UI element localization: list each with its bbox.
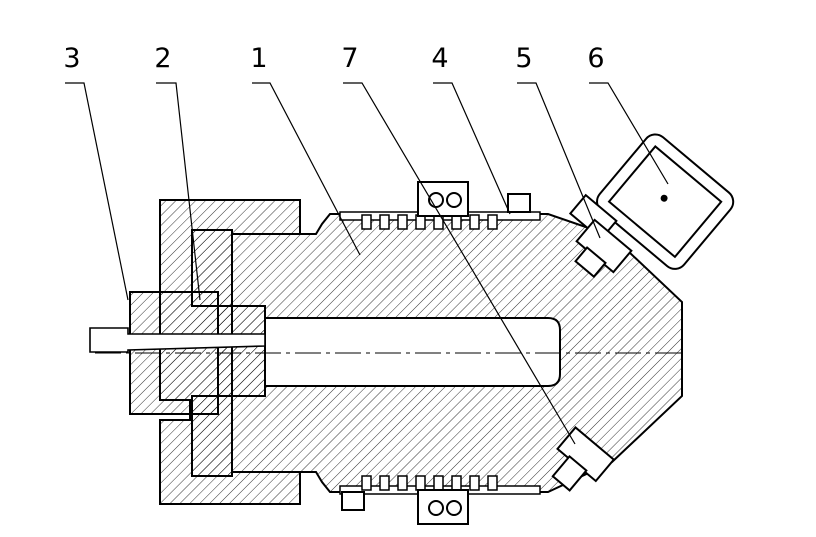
fitting [574, 218, 633, 279]
leader-lines [65, 82, 669, 445]
top-clamp [417, 181, 469, 217]
callout-4: 4 [431, 43, 449, 74]
callout-7: 7 [341, 43, 359, 74]
inner-cavity [264, 317, 561, 387]
callout-6: 6 [587, 43, 605, 74]
bottom-plug [551, 426, 616, 492]
callout-3: 3 [63, 43, 81, 74]
nozzle-bore [89, 327, 266, 353]
bottom-screw [341, 491, 365, 511]
callout-5: 5 [515, 43, 533, 74]
callout-1: 1 [250, 43, 268, 74]
callout-2: 2 [154, 43, 172, 74]
sensor-housing [568, 133, 735, 270]
top-screw [507, 193, 531, 213]
bottom-clamp [417, 489, 469, 525]
